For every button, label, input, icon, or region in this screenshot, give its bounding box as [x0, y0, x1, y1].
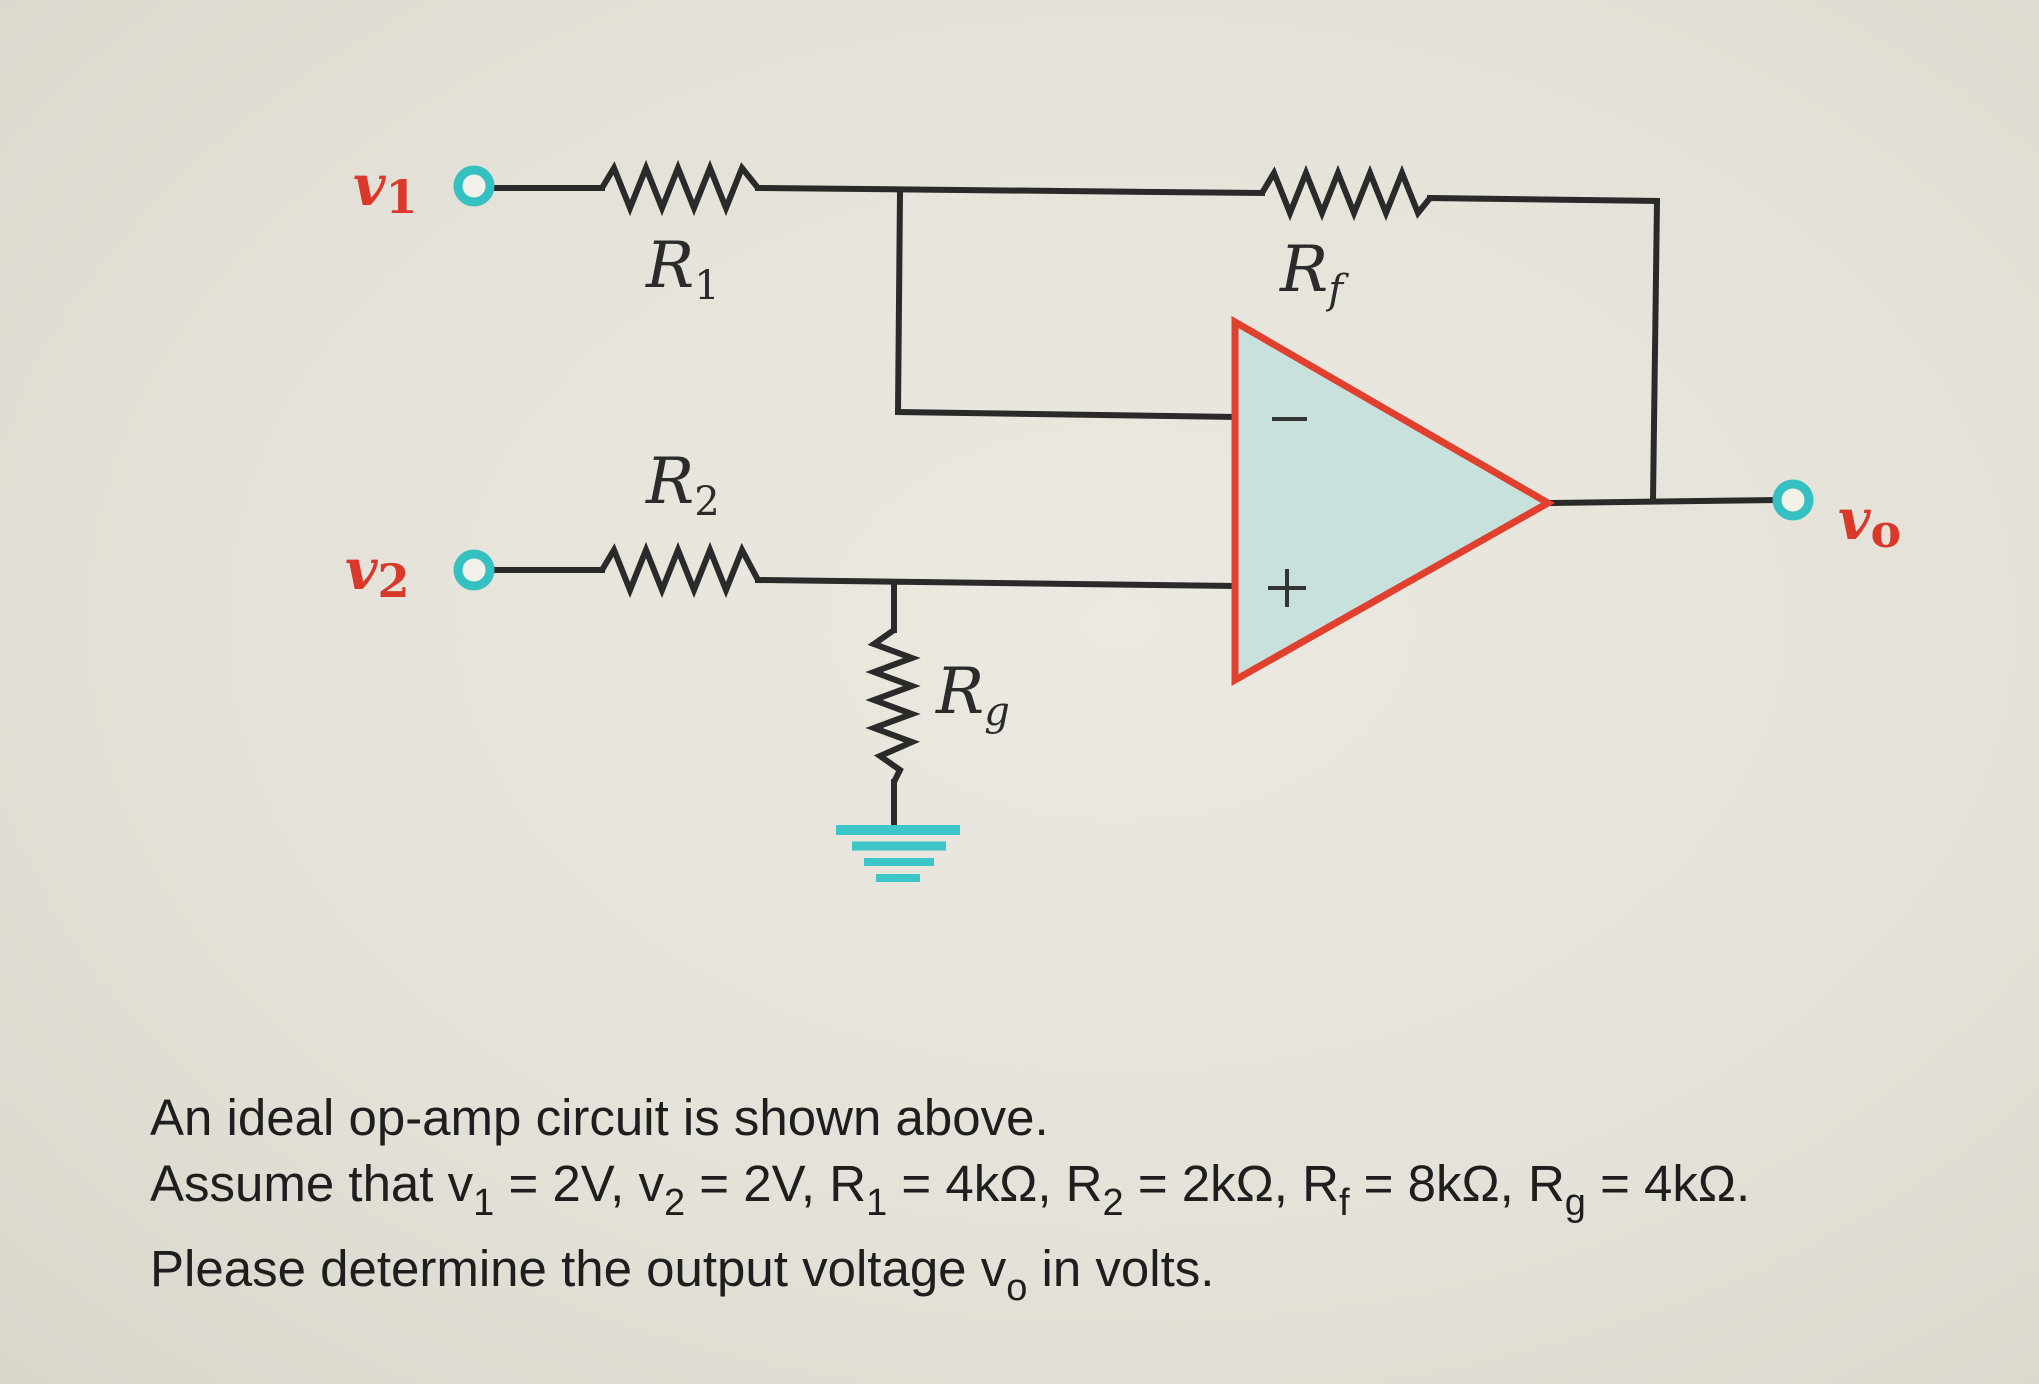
resistor-rf: [1259, 164, 1433, 222]
wire-to-inverting-input: [894, 408, 1239, 421]
question-text: An ideal op-amp circuit is shown above. …: [150, 1085, 1750, 1321]
question-line-2: Assume that v1 = 2V, v2 = 2V, R1 = 4kΩ, …: [150, 1155, 1751, 1224]
label-r1: R1: [646, 229, 720, 309]
op-amp: [1231, 315, 1556, 687]
label-rg: Rg: [936, 655, 1010, 735]
resistor-rg: [865, 627, 921, 784]
question-line-3: Please determine the output voltage vo i…: [150, 1240, 1215, 1309]
label-v2: v2: [345, 537, 410, 608]
terminal-v1: [453, 165, 495, 207]
wire-r2-to-noninverting-input: [754, 576, 1239, 590]
resistor-r2: [599, 541, 761, 599]
label-v1: v1: [353, 153, 418, 224]
label-r2: R2: [646, 445, 720, 525]
ground-symbol: [836, 825, 960, 882]
terminal-vo: [1772, 479, 1814, 521]
terminal-v2: [453, 549, 495, 591]
wire-rf-to-output: [1426, 194, 1661, 205]
label-vo: vo: [1838, 487, 1902, 558]
noninverting-input-plus-sign: [1268, 569, 1306, 607]
wire-r1-to-rf: [754, 184, 1266, 197]
wire-junction-down: [894, 188, 904, 416]
wire-feedback-column: [1649, 197, 1661, 504]
resistor-r1: [599, 159, 761, 217]
question-line-1: An ideal op-amp circuit is shown above.: [150, 1089, 1049, 1146]
label-rf: Rf: [1280, 233, 1343, 313]
wire-opamp-output: [1549, 496, 1779, 507]
